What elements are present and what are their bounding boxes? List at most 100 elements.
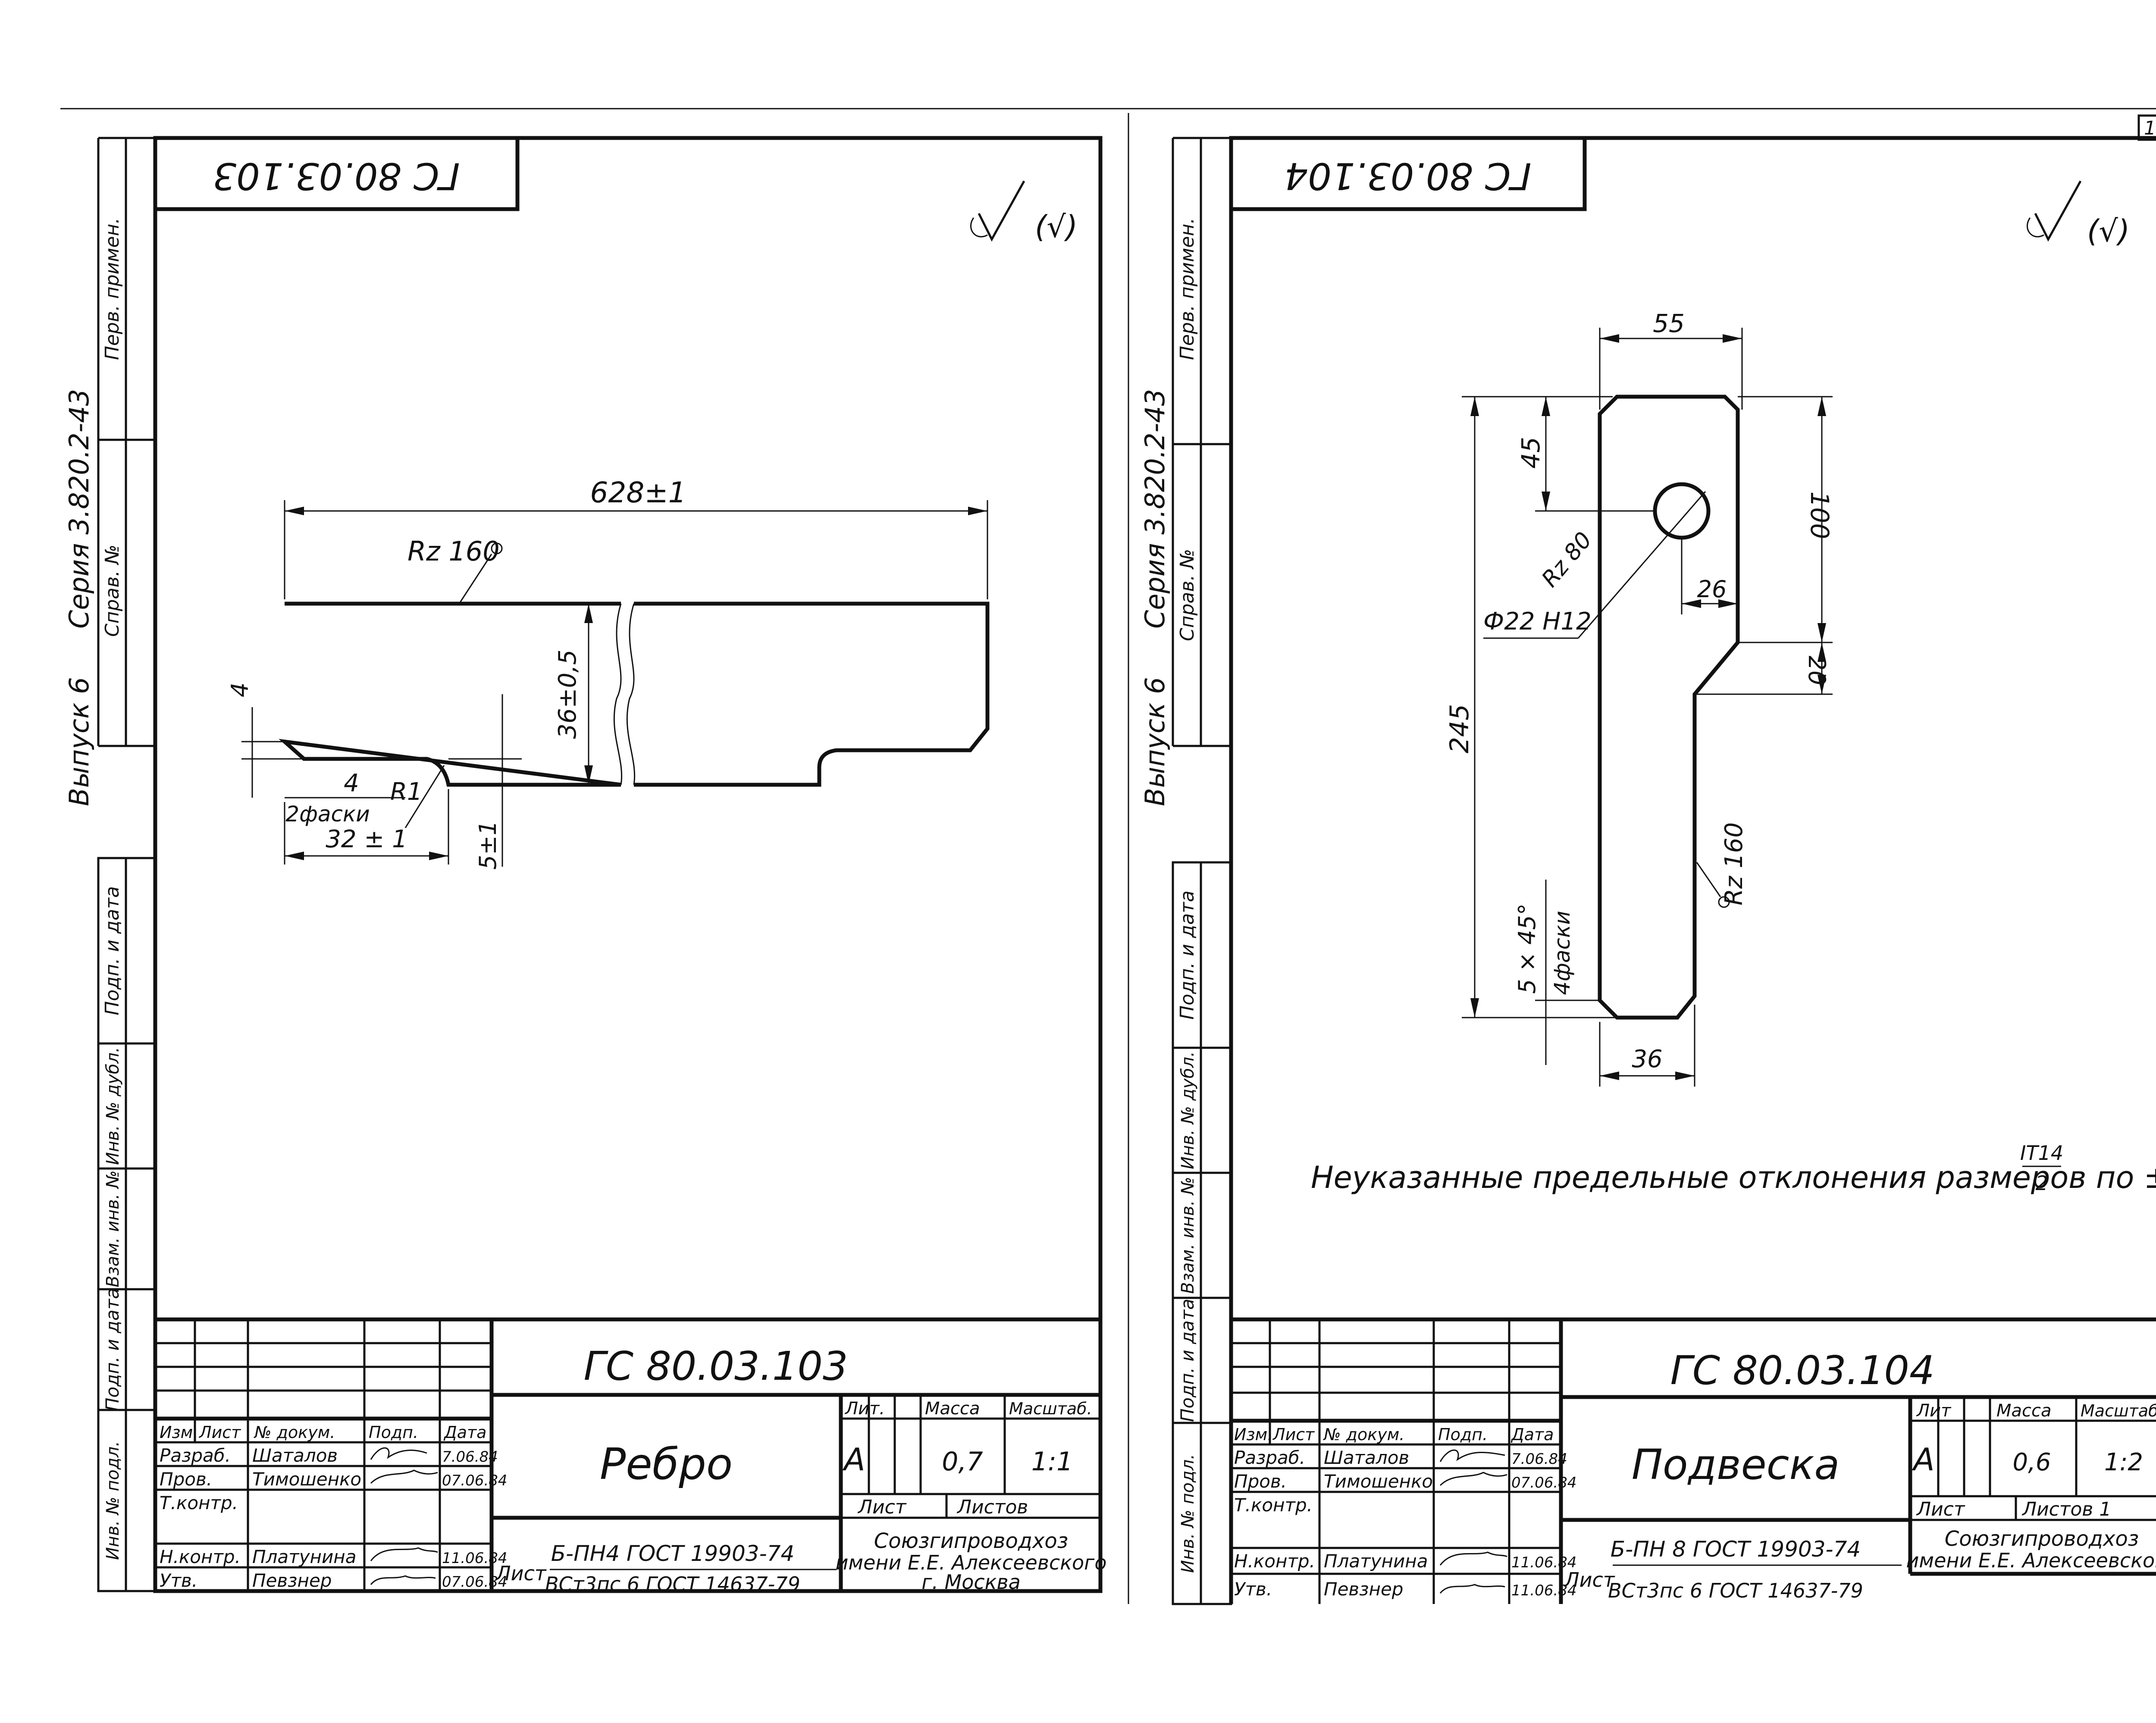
page-number: 15	[2144, 117, 2156, 139]
right-side-issue: Выпуск 6	[1139, 677, 1171, 806]
svg-text:Масса: Масса	[1996, 1401, 2052, 1421]
svg-text:Союзгипроводхоз: Союзгипроводхоз	[1945, 1527, 2139, 1551]
left-side-perv: Перв. примен.	[101, 218, 123, 360]
left-corner-code: ГС 80.03.103	[213, 154, 460, 197]
svg-text:36: 36	[1632, 1045, 1662, 1073]
svg-text:55: 55	[1653, 309, 1685, 338]
signature-utv	[370, 1575, 436, 1585]
svg-text:0,7: 0,7	[942, 1447, 983, 1477]
dim-rib-length: 628±1	[284, 476, 988, 599]
svg-text:36±0,5: 36±0,5	[554, 649, 582, 739]
dim-hanger-upper-height: 100	[1738, 396, 1834, 694]
left-roughness-symbol: ∜(√) (√)	[970, 180, 1078, 244]
svg-text:11.06.84: 11.06.84	[1511, 1582, 1576, 1599]
signature-nkontr-r	[1439, 1551, 1507, 1566]
svg-text:Б-ПН 8 ГОСТ 19903-74: Б-ПН 8 ГОСТ 19903-74	[1611, 1537, 1861, 1562]
svg-text:Платунина: Платунина	[252, 1546, 356, 1567]
left-corner-box	[153, 136, 520, 211]
svg-text:Дата: Дата	[443, 1423, 486, 1442]
right-title-block: ГС 80.03.104 Подвеска Изм. Лист № докум.…	[1231, 1317, 2156, 1604]
hanger-hole	[1653, 482, 1711, 540]
rib-part-outline	[279, 601, 990, 787]
svg-text:Т.контр.: Т.контр.	[1234, 1494, 1313, 1516]
svg-text:IT14: IT14	[2020, 1141, 2063, 1165]
right-side-inv-podl: Инв. № подл.	[1178, 1454, 1198, 1573]
svg-text:Союзгипроводхоз: Союзгипроводхоз	[874, 1529, 1069, 1553]
svg-text:Лист: Лист	[198, 1423, 241, 1442]
signature-nkontr	[370, 1547, 438, 1561]
svg-text:2фаски: 2фаски	[285, 802, 370, 827]
svg-text:Утв.: Утв.	[1234, 1579, 1272, 1600]
svg-text:11.06.84: 11.06.84	[442, 1550, 507, 1567]
svg-text:Rz 160: Rz 160	[1720, 822, 1748, 905]
svg-text:Изм.: Изм.	[160, 1423, 198, 1442]
svg-text:(√): (√)	[1035, 209, 1078, 244]
left-side-inv-dubl: Инв. № дубл.	[103, 1047, 123, 1165]
left-sheet: Серия 3.820.2-43 Выпуск 6 Перв. примен. …	[63, 136, 1106, 1596]
svg-text:R1: R1	[390, 778, 423, 806]
dim-hanger-chamfer: 5 × 45° 4фаски	[1514, 880, 1600, 1065]
right-side-vzam: Взам. инв. №	[1178, 1177, 1198, 1294]
left-title-block: ГС 80.03.103 Ребро Изм. Лист № докум. По…	[155, 1317, 1106, 1596]
svg-text:Шаталов: Шаталов	[252, 1445, 338, 1466]
right-side-sprav: Справ. №	[1176, 549, 1198, 641]
svg-text:Подп.: Подп.	[1438, 1425, 1488, 1444]
signature-prov	[370, 1469, 438, 1484]
svg-text:А: А	[1912, 1441, 1934, 1478]
svg-text:Певзнер: Певзнер	[1324, 1579, 1403, 1600]
svg-text:20: 20	[1803, 656, 1830, 686]
svg-text:Н.контр.: Н.контр.	[1234, 1551, 1315, 1572]
svg-text:Певзнер: Певзнер	[252, 1570, 332, 1591]
svg-text:45: 45	[1516, 437, 1545, 469]
page-number-box	[2137, 114, 2156, 141]
svg-text:№ докум.: № докум.	[254, 1423, 335, 1442]
dim-hanger-step: 20	[1695, 642, 1833, 695]
svg-text:Пров.: Пров.	[160, 1469, 212, 1490]
svg-text:5 × 45°: 5 × 45°	[1514, 903, 1541, 994]
svg-text:ВСт3пс 6 ГОСТ 14637-79: ВСт3пс 6 ГОСТ 14637-79	[1608, 1579, 1863, 1602]
svg-text:4фаски: 4фаски	[1550, 911, 1575, 995]
svg-text:Изм.: Изм.	[1234, 1425, 1272, 1444]
signature-razrab-r	[1439, 1449, 1505, 1462]
svg-text:1:2: 1:2	[2104, 1448, 2143, 1476]
svg-text:Ф22 H12: Ф22 H12	[1483, 608, 1592, 636]
svg-text:4: 4	[344, 769, 359, 797]
svg-text:Платунина: Платунина	[1324, 1551, 1428, 1572]
svg-text:5±1: 5±1	[474, 821, 501, 870]
hanger-roughness-edge: Rz 160	[1696, 822, 1748, 908]
svg-text:7.06.84: 7.06.84	[1511, 1450, 1567, 1468]
svg-text:Rz 80: Rz 80	[1537, 527, 1597, 592]
svg-text:245: 245	[1445, 704, 1475, 754]
svg-text:№ докум.: № докум.	[1323, 1425, 1404, 1444]
right-side-podp-top: Подп. и дата	[1176, 890, 1198, 1020]
svg-text:Лист: Лист	[1916, 1498, 1965, 1520]
svg-text:Лит.: Лит.	[844, 1399, 885, 1419]
svg-text:1:1: 1:1	[1031, 1447, 1073, 1477]
svg-text:Тимошенко: Тимошенко	[1324, 1471, 1433, 1492]
right-side-series: Серия 3.820.2-43	[1139, 389, 1171, 629]
svg-text:(√): (√)	[2087, 213, 2130, 249]
svg-text:Лист: Лист	[1272, 1425, 1315, 1444]
svg-text:2: 2	[2035, 1172, 2048, 1195]
svg-text:0,6: 0,6	[2012, 1448, 2051, 1476]
left-side-sprav: Справ. №	[101, 545, 123, 637]
right-doc-code: ГС 80.03.104	[1670, 1347, 1935, 1394]
svg-text:Подп.: Подп.	[369, 1423, 418, 1442]
dim-hanger-total-height: 245	[1445, 396, 1621, 1018]
svg-text:07.06.84: 07.06.84	[442, 1573, 507, 1591]
svg-text:32 ± 1: 32 ± 1	[326, 825, 407, 853]
hanger-part-outline	[1598, 395, 1740, 1020]
svg-text:Пров.: Пров.	[1234, 1471, 1287, 1492]
svg-text:07.06.84: 07.06.84	[1511, 1474, 1576, 1491]
rib-roughness-leader: Rz 160	[407, 536, 503, 604]
svg-text:4: 4	[226, 683, 254, 697]
left-part-name: Ребро	[600, 1439, 733, 1489]
svg-text:Масштаб.: Масштаб.	[1009, 1399, 1092, 1418]
svg-text:Разраб.: Разраб.	[160, 1445, 231, 1466]
dim-hanger-top-width: 55	[1599, 309, 1743, 410]
signature-razrab	[370, 1447, 427, 1460]
svg-text:Масса: Масса	[925, 1399, 980, 1419]
svg-text:07.06.84: 07.06.84	[442, 1472, 507, 1489]
svg-text:Дата: Дата	[1510, 1425, 1554, 1444]
